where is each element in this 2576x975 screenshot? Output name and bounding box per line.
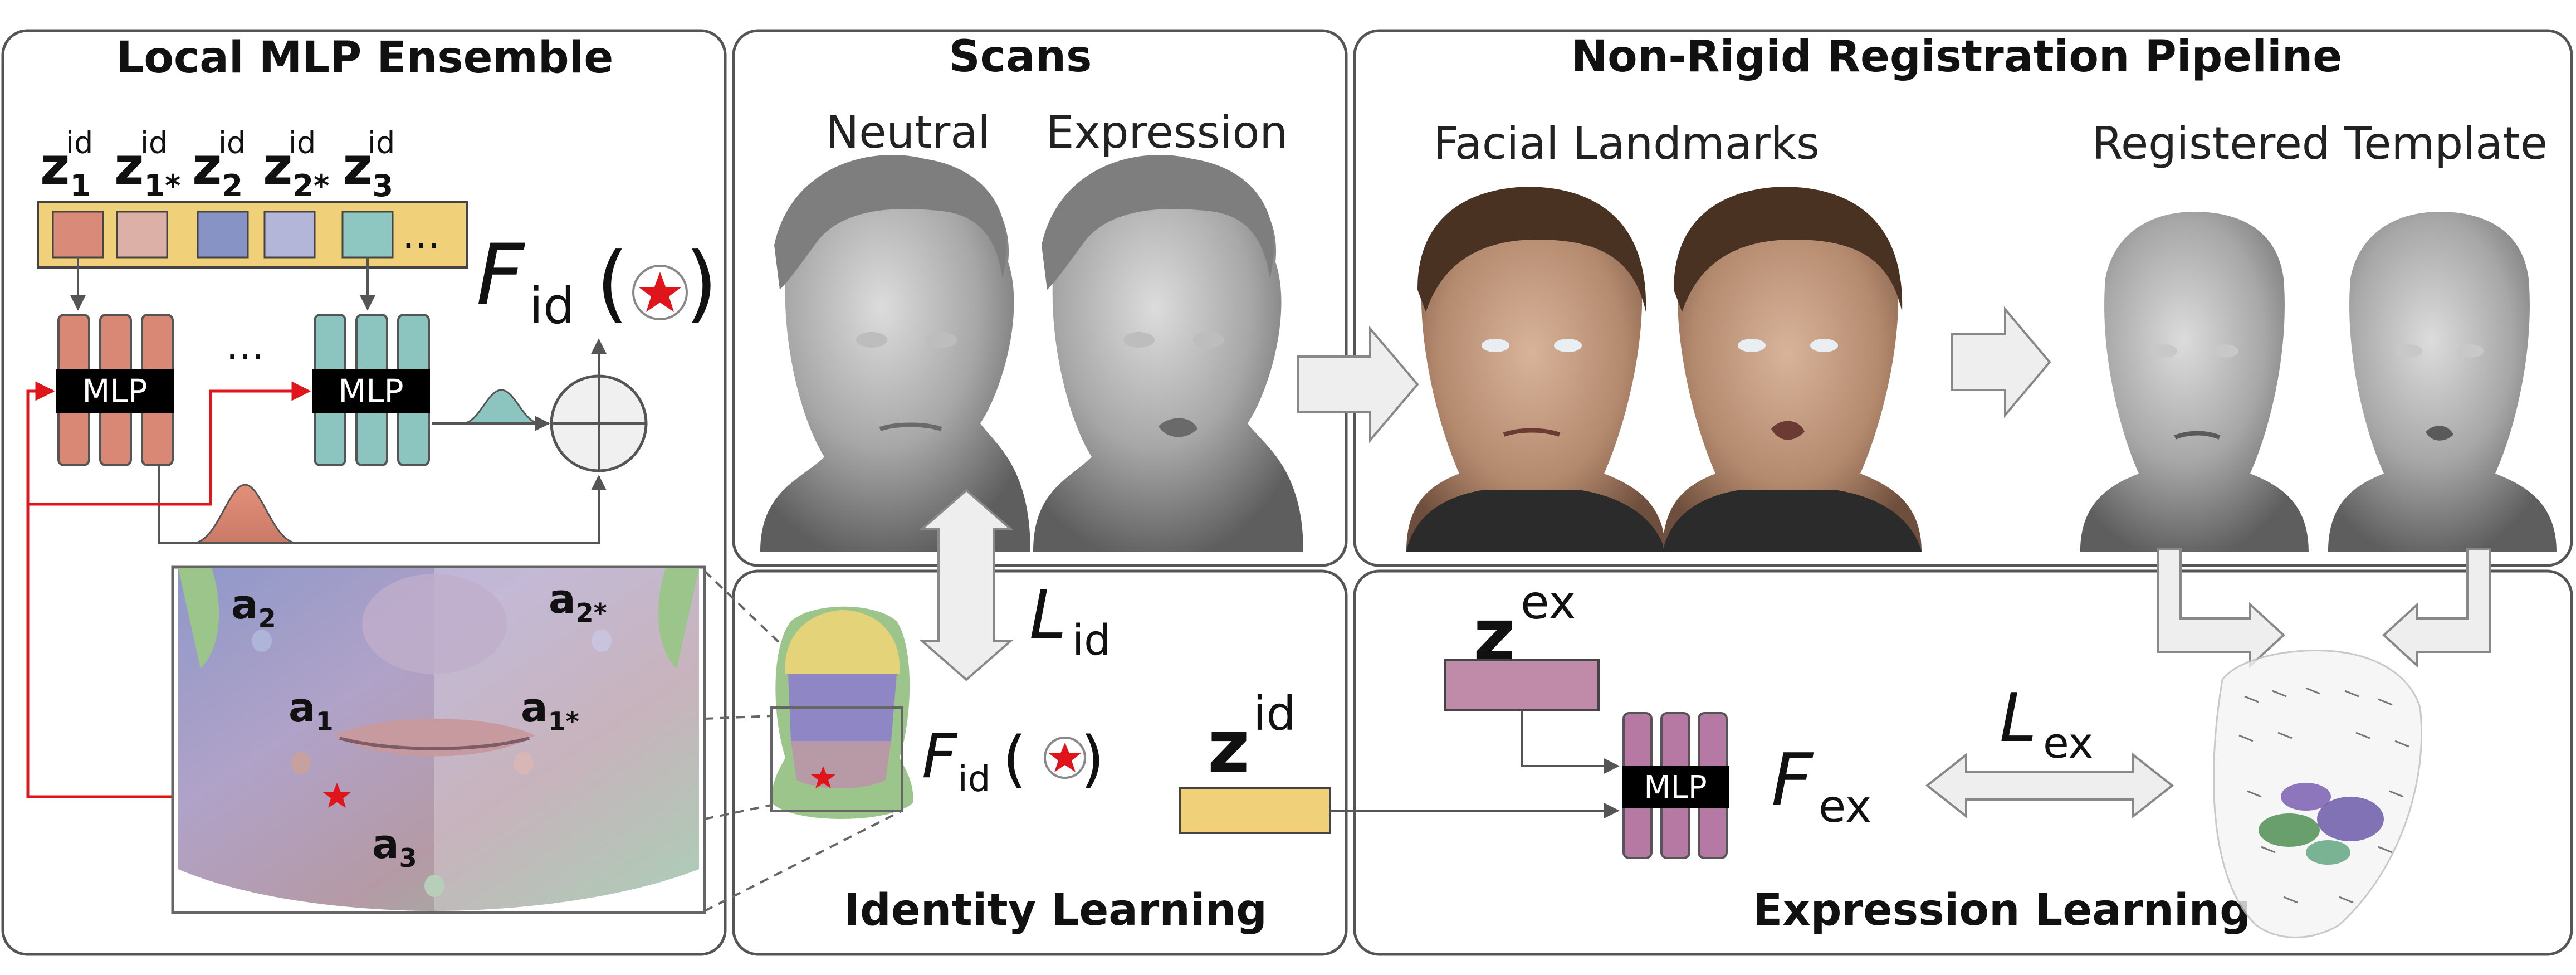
- svg-text:id: id: [1072, 615, 1111, 665]
- latent-label-z1star-sup: id: [140, 125, 168, 160]
- label-neutral: Neutral: [825, 106, 990, 158]
- svg-text:ex: ex: [1521, 575, 1576, 630]
- latent-label-z2star-sup: id: [289, 125, 316, 160]
- z-id-label: z id: [1208, 686, 1296, 789]
- svg-text:ex: ex: [2043, 718, 2093, 768]
- f-id-star-icon: [638, 272, 682, 312]
- mlp-ex-label: MLP: [1644, 769, 1707, 806]
- svg-text:L: L: [1029, 577, 1067, 654]
- svg-text:ex: ex: [1819, 781, 1871, 832]
- svg-text:(: (: [1003, 723, 1027, 794]
- anchor-a2star: a2*: [549, 576, 607, 628]
- gaussian-salmon-icon: [192, 484, 299, 544]
- scan-expression-head: [1033, 155, 1303, 552]
- title-scans: Scans: [949, 32, 1092, 82]
- svg-text:F: F: [476, 227, 526, 324]
- landmark-photo-neutral: [1406, 187, 1665, 552]
- latent-label-z2star: z2*: [263, 136, 329, 203]
- mlp-3-label-box: [312, 369, 430, 413]
- arrow-lex-double: [1925, 752, 2174, 819]
- registered-template-neutral: [2080, 212, 2309, 552]
- gaussian-teal-icon: [462, 389, 541, 425]
- registered-template-expression: [2328, 212, 2557, 552]
- latent-label-z1-sup: id: [66, 125, 93, 160]
- f-id-star-label: F id ( ): [476, 227, 718, 335]
- svg-text:id: id: [529, 277, 575, 335]
- svg-text:id: id: [1253, 686, 1296, 741]
- query-point-star-icon: [323, 783, 351, 808]
- latent-cell-z3: [341, 211, 394, 259]
- mlp-1-label-box: [56, 369, 174, 413]
- label-facial-landmarks: Facial Landmarks: [1433, 118, 1820, 169]
- label-expression: Expression: [1046, 106, 1288, 158]
- arrow-scans-to-registration: [1297, 325, 1419, 443]
- title-local-mlp-ensemble: Local MLP Ensemble: [116, 33, 614, 83]
- z-ex-code-bar: [1444, 659, 1600, 711]
- latent-cell-z1: [52, 211, 104, 259]
- svg-text:F: F: [1771, 738, 1814, 822]
- landmark-photo-expression: [1663, 187, 1922, 552]
- svg-text:L: L: [2000, 680, 2037, 757]
- arrow-scans-identity: [918, 489, 1014, 681]
- f-ex-label: F ex: [1771, 738, 1871, 832]
- title-expression-learning: Expression Learning: [1753, 885, 2251, 935]
- latent-label-z1star: z1*: [114, 136, 180, 203]
- small-head-star-icon: [811, 766, 835, 788]
- label-registered-template: Registered Template: [2092, 118, 2548, 169]
- anchor-a2: a2: [231, 581, 276, 633]
- l-ex-label: L ex: [2000, 680, 2093, 768]
- small-head-regions: [771, 606, 913, 819]
- svg-text:(: (: [596, 235, 629, 332]
- svg-text:z: z: [1208, 704, 1250, 789]
- latent-ellipsis: ...: [402, 211, 441, 257]
- z-id-code-bar: [1179, 787, 1331, 834]
- title-registration-pipeline: Non-Rigid Registration Pipeline: [1571, 32, 2342, 82]
- anchor-a1: a1: [289, 684, 334, 737]
- arrow-template-neutral-to-flow: [2157, 548, 2285, 669]
- small-head-zoom-box: [770, 706, 903, 812]
- latent-label-z1: z1: [40, 136, 91, 203]
- latent-label-z2-sup: id: [218, 125, 246, 160]
- mlp-3-label: MLP: [338, 372, 403, 410]
- anchor-a1star: a1*: [521, 684, 579, 737]
- flow-field-mouth-colors: [2259, 783, 2384, 865]
- latent-label-z2: z2: [192, 136, 243, 203]
- latent-label-z3-sup: id: [368, 125, 395, 160]
- f-id-star-icon-identity: [1049, 743, 1081, 772]
- arrow-zex-to-mlp-ex: [1521, 710, 1620, 774]
- mlp-ellipsis: ...: [226, 322, 265, 369]
- latent-cell-z2star: [263, 211, 316, 259]
- svg-text:): ): [685, 235, 718, 332]
- latent-cell-z2: [197, 211, 249, 259]
- latent-cell-z1star: [116, 211, 168, 259]
- anchor-a3: a3: [372, 821, 417, 873]
- panel-registration: [1353, 29, 2573, 567]
- zoom-lines: [703, 570, 903, 912]
- arrow-landmarks-to-template: [1951, 306, 2051, 418]
- svg-text:F: F: [922, 720, 958, 792]
- latent-label-z3: z3: [343, 136, 393, 203]
- l-id-label: L id: [1029, 577, 1111, 665]
- title-identity-learning: Identity Learning: [844, 885, 1267, 935]
- arrow-template-expression-to-flow: [2382, 548, 2491, 669]
- zoomed-face-anchors: [171, 566, 706, 914]
- svg-text:id: id: [958, 759, 990, 800]
- latent-code-labels: z1 id z1* id z2 id z2* id z3 id: [40, 125, 395, 203]
- local-mlp-1: MLP: [56, 314, 174, 466]
- mlp-ex-label-box: [1622, 766, 1729, 808]
- latent-code-bar: [37, 201, 468, 269]
- mlp-1-label: MLP: [82, 372, 147, 410]
- expression-mlp: MLP: [1622, 712, 1729, 859]
- anchor-labels: a2 a2* a1 a1* a3: [231, 576, 607, 873]
- local-mlp-3: MLP: [312, 314, 430, 466]
- red-query-path-2: [28, 381, 311, 506]
- scan-neutral-head: [760, 155, 1030, 552]
